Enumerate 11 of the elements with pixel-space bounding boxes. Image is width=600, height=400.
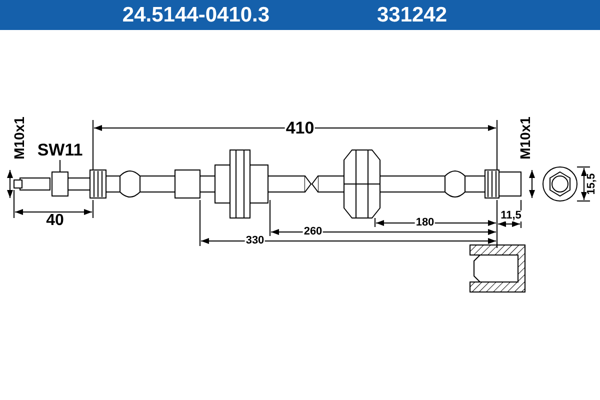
dimension-label: 15,5 — [586, 172, 598, 196]
thread-label: M10x1 — [518, 116, 532, 160]
dimension-label: 410 — [284, 120, 316, 136]
part-number: 24.5144-0410.3 — [122, 4, 270, 26]
dimension-label: 11,5 — [500, 210, 522, 222]
dimension-label: 260 — [302, 226, 324, 238]
wrench-size-label: SW11 — [36, 142, 84, 158]
reference-number: 331242 — [376, 4, 448, 26]
dimension-label: 330 — [244, 236, 266, 246]
dimension-label: 180 — [414, 218, 436, 228]
thread-label: M10x1 — [12, 116, 26, 160]
